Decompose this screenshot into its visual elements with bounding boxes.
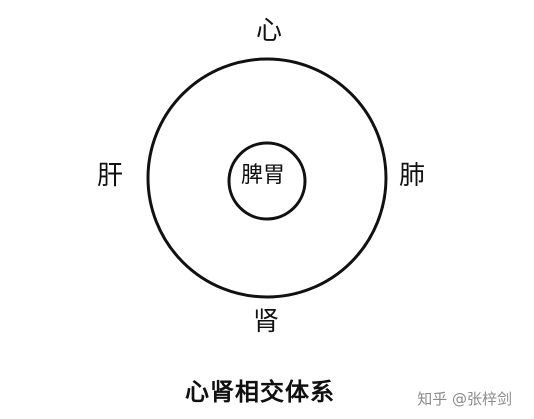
watermark-text: 知乎 @张梓剑: [417, 390, 512, 408]
organ-label-heart: 心: [256, 16, 283, 46]
organ-label-lung: 肺: [399, 161, 426, 191]
organ-label-liver: 肝: [97, 161, 124, 191]
organ-label-kidney: 肾: [253, 307, 280, 337]
outer-ring: [146, 57, 388, 299]
diagram-caption: 心肾相交体系: [185, 378, 335, 406]
organ-label-spleen-stomach: 脾胃: [241, 163, 286, 188]
inner-ring: [227, 141, 307, 221]
